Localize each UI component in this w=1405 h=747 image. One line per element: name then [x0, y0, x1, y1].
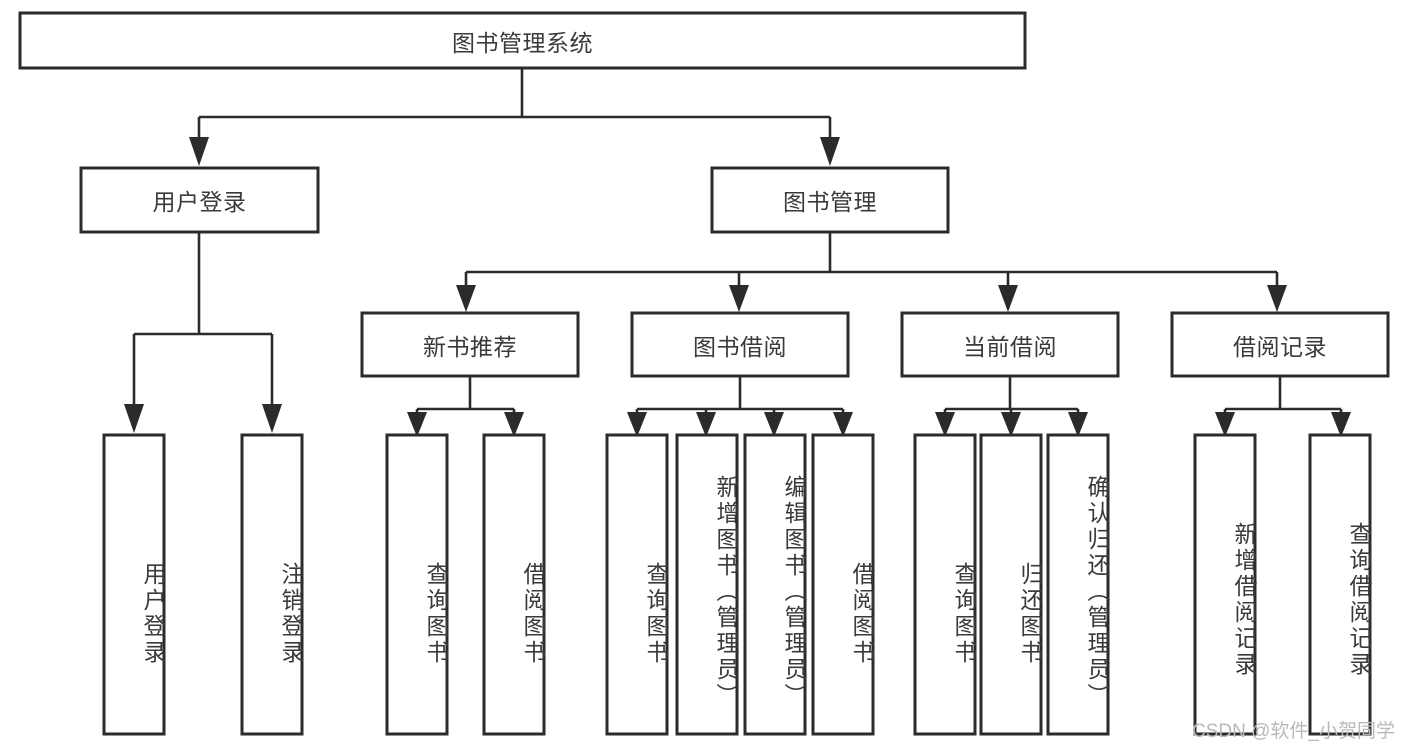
arrow-head-root-to-user-login	[189, 137, 209, 166]
arrow-head-current-borrow-leaf-3	[1068, 412, 1088, 437]
arrow-head-to-current-borrow	[998, 285, 1018, 312]
arrow-head-borrow-record-leaf-1	[1215, 412, 1235, 437]
arrow-head-new-book-leaf-1	[407, 412, 427, 437]
node-box-book-borrow[interactable]	[630, 311, 850, 378]
csdn-watermark: CSDN @软件_小贺同学	[1192, 721, 1395, 742]
node-box-root[interactable]	[18, 11, 1027, 70]
node-box-leaf-borrow-book-1[interactable]	[482, 433, 546, 736]
node-box-user-login[interactable]	[79, 166, 320, 234]
arrow-head-current-borrow-leaf-1	[935, 412, 955, 437]
arrow-head-to-book-borrow	[729, 285, 749, 312]
node-box-leaf-add-book[interactable]	[675, 433, 739, 736]
node-box-leaf-query-record[interactable]	[1308, 433, 1372, 736]
node-box-leaf-query-book-1[interactable]	[385, 433, 449, 736]
arrow-head-book-borrow-leaf-2	[696, 412, 716, 437]
arrow-head-book-borrow-leaf-4	[833, 412, 853, 437]
node-box-book-manage[interactable]	[710, 166, 950, 234]
node-box-borrow-record[interactable]	[1170, 311, 1390, 378]
node-box-leaf-query-book-2[interactable]	[605, 433, 669, 736]
node-box-leaf-borrow-book-2[interactable]	[811, 433, 875, 736]
node-box-leaf-return-book[interactable]	[979, 433, 1043, 736]
node-box-leaf-confirm-return[interactable]	[1046, 433, 1110, 736]
arrow-head-borrow-record-leaf-2	[1331, 412, 1351, 437]
arrow-head-to-borrow-record	[1267, 285, 1287, 312]
arrow-head-book-borrow-leaf-3	[764, 412, 784, 437]
node-box-leaf-query-book-3[interactable]	[913, 433, 977, 736]
arrow-head-user-login-leaf-2	[262, 404, 282, 433]
arrow-head-book-borrow-leaf-1	[627, 412, 647, 437]
node-box-new-book-recommend[interactable]	[360, 311, 580, 378]
node-box-leaf-add-record[interactable]	[1193, 433, 1257, 736]
arrow-head-current-borrow-leaf-2	[1001, 412, 1021, 437]
arrow-head-root-to-book-manage	[820, 137, 840, 166]
node-box-leaf-edit-book[interactable]	[743, 433, 807, 736]
arrow-head-user-login-leaf-1	[124, 404, 144, 433]
node-box-leaf-user-login[interactable]	[102, 433, 166, 736]
node-box-leaf-logout-login[interactable]	[240, 433, 304, 736]
arrow-head-new-book-leaf-2	[504, 412, 524, 437]
node-box-current-borrow[interactable]	[900, 311, 1120, 378]
arrow-head-to-new-book-recommend	[456, 285, 476, 312]
